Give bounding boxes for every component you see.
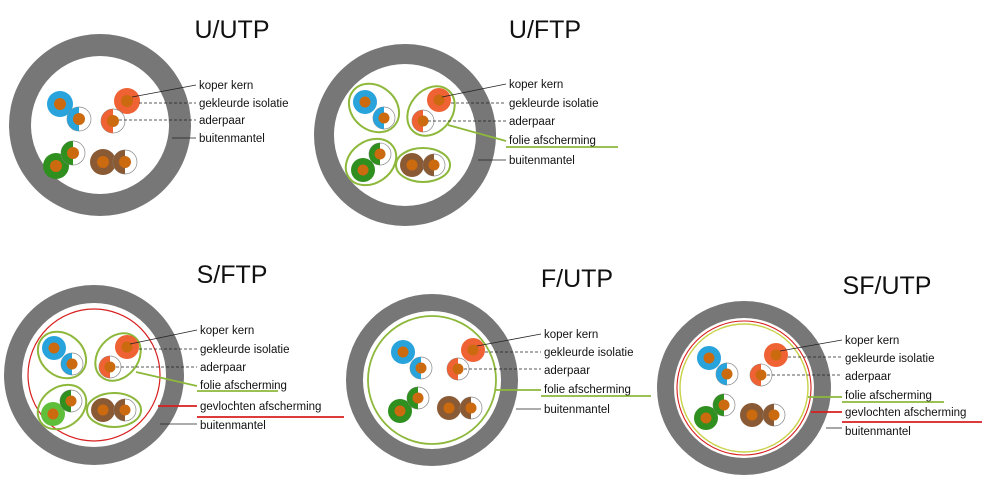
cable-title: SF/UTP: [843, 272, 932, 300]
label-buitenmantel: buitenmantel: [509, 155, 575, 167]
foil-leader: [496, 389, 651, 397]
inner-core: [363, 311, 501, 449]
label-gekleurde-isolatie: gekleurde isolatie: [199, 98, 289, 110]
wire-pair-blue: [391, 340, 433, 380]
label-gekleurde-isolatie: gekleurde isolatie: [845, 353, 935, 365]
wire-pair-orange: [749, 343, 788, 387]
cable-title: U/FTP: [509, 16, 581, 44]
label-gekleurde-isolatie: gekleurde isolatie: [544, 347, 634, 359]
inner-core: [334, 64, 476, 206]
label-gekleurde-isolatie: gekleurde isolatie: [509, 98, 599, 110]
cable-u-utp: U/UTP: [9, 16, 289, 216]
leader-lines: [767, 339, 843, 429]
label-aderpaar: aderpaar: [199, 115, 245, 127]
leader-lines: [116, 329, 198, 425]
braid-leader: [158, 405, 344, 418]
wire-pair-blue: [47, 91, 92, 132]
leader-lines: [428, 83, 507, 161]
label-buitenmantel: buitenmantel: [845, 426, 911, 438]
label-folie-afscherming: folie afscherming: [845, 390, 932, 402]
cable-title: F/UTP: [541, 265, 613, 293]
label-aderpaar: aderpaar: [200, 362, 246, 374]
wire-pair-brown: [740, 403, 786, 427]
label-koper-kern: koper kern: [200, 325, 254, 337]
label-koper-kern: koper kern: [509, 79, 563, 91]
leader-lines: [464, 333, 542, 410]
label-buitenmantel: buitenmantel: [199, 133, 265, 145]
label-folie-afscherming: folie afscherming: [200, 380, 287, 392]
wire-pair-blue: [36, 330, 88, 380]
label-gevlochten-afscherming: gevlochten afscherming: [845, 407, 966, 419]
wire-pair-green: [694, 393, 736, 430]
wire-pair-orange: [406, 85, 456, 137]
wire-pair-blue: [347, 82, 401, 134]
wire-pair-brown: [90, 149, 138, 175]
cable-u-ftp: U/FTP: [314, 16, 618, 226]
leader-lines: [119, 84, 197, 139]
wire-pair-green: [43, 140, 86, 179]
inner-core: [674, 318, 814, 458]
label-aderpaar: aderpaar: [845, 371, 891, 383]
label-gekleurde-isolatie: gekleurde isolatie: [200, 344, 290, 356]
foil-shield: [679, 323, 809, 453]
wire-pair-brown: [437, 396, 483, 420]
wire-pair-orange: [100, 88, 140, 134]
wire-pair-brown: [86, 392, 142, 428]
foil-shield: [367, 315, 497, 445]
wire-pair-green: [388, 386, 430, 423]
wire-pair-orange: [94, 332, 142, 382]
braid-leader: [811, 411, 982, 423]
wire-pair-brown: [395, 147, 451, 183]
label-gevlochten-afscherming: gevlochten afscherming: [200, 401, 321, 413]
cable-f-utp: F/UTP: [346, 265, 651, 466]
cable-sf-utp: SF/UTP: [657, 272, 982, 475]
foil-leader: [135, 371, 278, 392]
cable-s-ftp: S/FTP: [4, 261, 344, 465]
label-koper-kern: koper kern: [544, 329, 598, 341]
cable-title: S/FTP: [197, 261, 268, 289]
label-koper-kern: koper kern: [845, 335, 899, 347]
wire-pair-blue: [697, 346, 739, 386]
cable-title: U/UTP: [195, 16, 270, 44]
wire-pair-green: [36, 383, 88, 431]
foil-leader: [447, 124, 618, 148]
foil-leader: [808, 396, 944, 403]
label-aderpaar: aderpaar: [544, 365, 590, 377]
label-folie-afscherming: folie afscherming: [544, 384, 631, 396]
label-buitenmantel: buitenmantel: [544, 404, 610, 416]
wire-pair-green: [344, 137, 398, 187]
label-koper-kern: koper kern: [199, 80, 253, 92]
label-aderpaar: aderpaar: [509, 116, 555, 128]
braid-shield: [676, 320, 812, 456]
braid-shield: [27, 308, 161, 442]
label-buitenmantel: buitenmantel: [200, 420, 266, 432]
label-folie-afscherming: folie afscherming: [509, 135, 596, 147]
